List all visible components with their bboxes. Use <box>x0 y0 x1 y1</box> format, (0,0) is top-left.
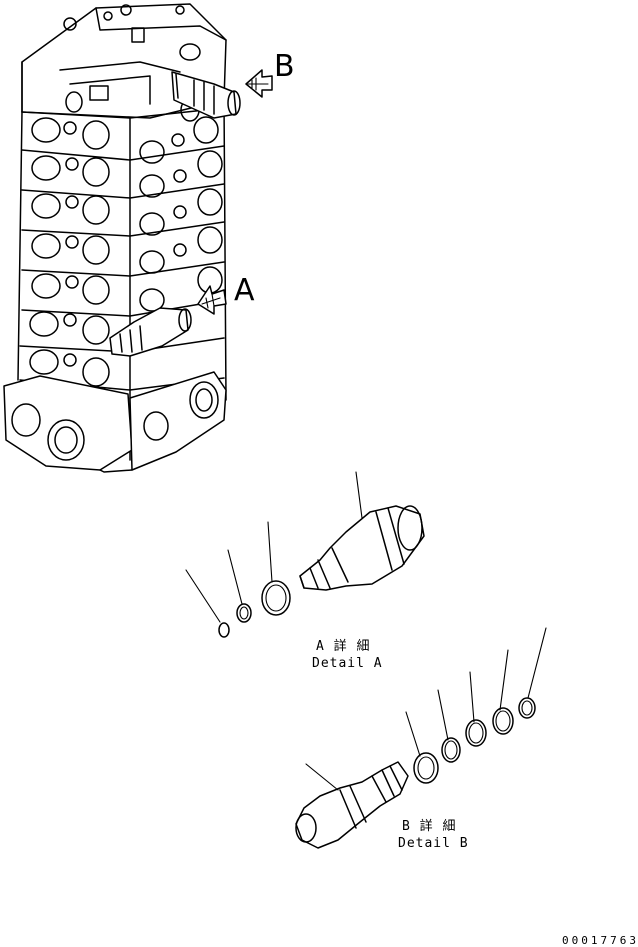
detail-a-backup-ring <box>261 580 291 616</box>
callout-b: B <box>245 49 295 98</box>
leader-line <box>405 711 421 757</box>
callout-a: A <box>197 273 255 315</box>
detail-a-title-en: Detail A <box>312 656 383 671</box>
detail-b-title-ja: B 詳 細 <box>402 818 456 834</box>
control-valve-assembly <box>3 3 241 473</box>
valve-section-4 <box>21 226 225 277</box>
callout-a-letter: A <box>234 273 255 308</box>
detail-a-o-ring <box>236 603 252 623</box>
leader-line <box>185 569 221 623</box>
leader-line <box>305 763 339 791</box>
valve-section-2 <box>21 150 225 199</box>
detail-b-o-ring-1 <box>413 752 439 784</box>
detail-b-exploded: B 詳 細 Detail B <box>295 627 547 851</box>
callout-b-letter: B <box>274 49 295 84</box>
detail-a-seal <box>218 622 230 638</box>
valve-section-3 <box>21 188 225 237</box>
pointer-arrow-icon <box>197 285 227 315</box>
detail-b-o-ring-2 <box>465 719 487 747</box>
detail-a-relief-valve <box>299 505 425 591</box>
detail-a-exploded: A 詳 細 Detail A <box>185 471 425 671</box>
valve-section-5 <box>21 266 225 317</box>
detail-b-seal <box>518 697 536 719</box>
valve-section-1 <box>21 107 225 164</box>
leader-line <box>267 521 273 583</box>
valve-base-plate <box>3 371 227 473</box>
leader-line <box>469 671 475 723</box>
leader-line <box>355 471 363 519</box>
relief-valve-b-installed <box>171 71 241 119</box>
detail-a-title-ja: A 詳 細 <box>316 638 370 654</box>
detail-b-backup-ring-1 <box>441 737 461 763</box>
leader-line <box>499 649 509 711</box>
drawing-code: 00017763 <box>562 934 638 947</box>
pointer-arrow-icon <box>245 69 273 98</box>
leader-line <box>227 549 243 605</box>
leader-line <box>527 627 547 699</box>
detail-b-backup-ring-2 <box>492 707 514 735</box>
relief-valve-a-installed <box>109 307 192 357</box>
detail-b-title-en: Detail B <box>398 836 469 851</box>
leader-line <box>437 689 449 741</box>
detail-b-relief-valve <box>295 761 409 849</box>
